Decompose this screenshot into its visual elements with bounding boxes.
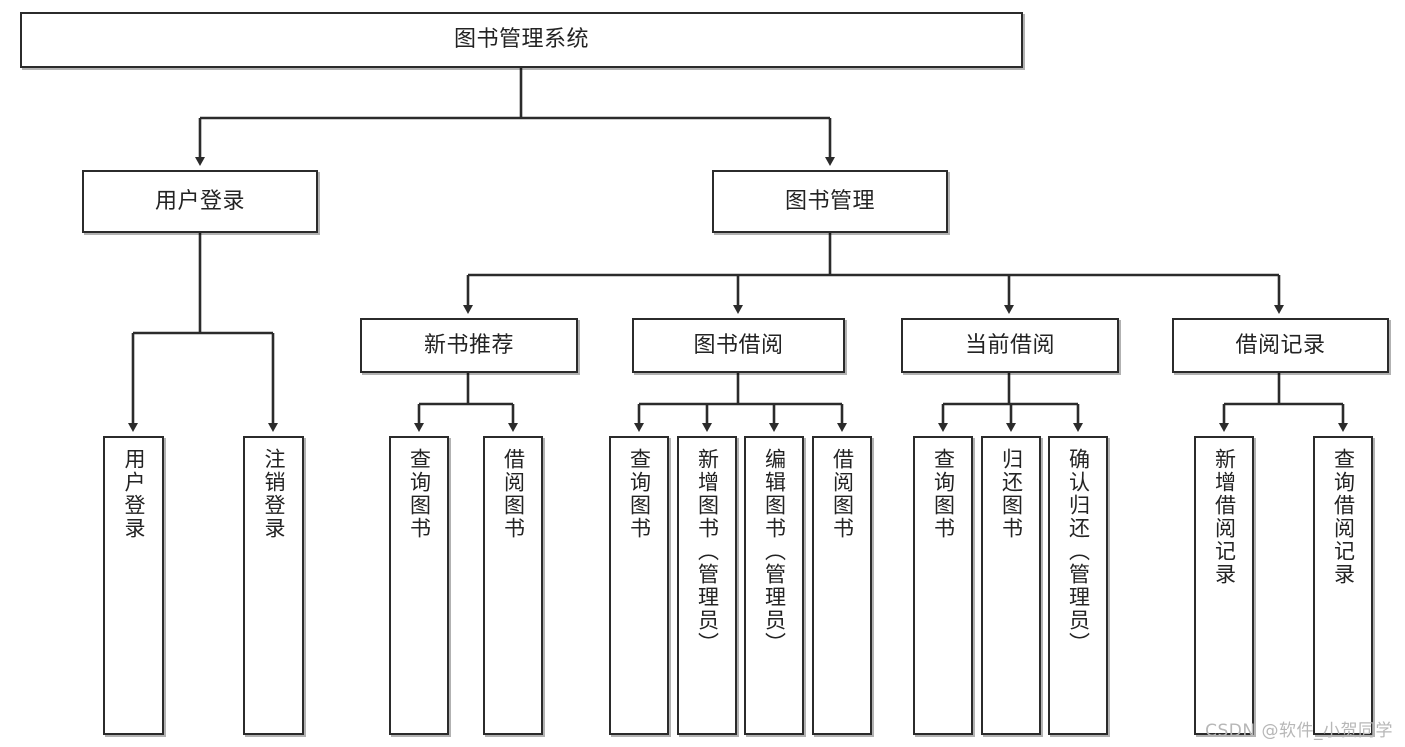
node-label: 新书推荐 [423, 332, 514, 358]
node-label: 借阅图书 [501, 448, 526, 540]
node-label: 新增图书（管理员） [695, 448, 720, 655]
node-label: 图书管理系统 [453, 27, 589, 53]
node-label: 图书借阅 [693, 332, 784, 358]
node-leaf-borrow-book-borrow[interactable]: 借阅图书 [812, 436, 872, 735]
node-current-borrow[interactable]: 当前借阅 [901, 318, 1119, 373]
node-leaf-query-book-current[interactable]: 查询图书 [913, 436, 973, 735]
node-leaf-edit-book[interactable]: 编辑图书（管理员） [744, 436, 804, 735]
node-leaf-return-book[interactable]: 归还图书 [981, 436, 1041, 735]
node-label: 新增借阅记录 [1212, 448, 1237, 586]
node-leaf-query-book-borrow[interactable]: 查询图书 [609, 436, 669, 735]
node-label: 用户登录 [122, 448, 146, 540]
node-new-book-recommend[interactable]: 新书推荐 [360, 318, 578, 373]
node-label: 用户登录 [154, 188, 245, 214]
node-user-login[interactable]: 用户登录 [82, 170, 318, 233]
node-leaf-query-book-new[interactable]: 查询图书 [389, 436, 449, 735]
node-label: 查询图书 [407, 448, 432, 540]
node-label: 查询图书 [931, 448, 956, 540]
node-label: 当前借阅 [964, 332, 1055, 358]
node-leaf-add-book[interactable]: 新增图书（管理员） [677, 436, 737, 735]
node-label: 编辑图书（管理员） [762, 448, 787, 655]
node-leaf-logout-login[interactable]: 注销登录 [243, 436, 304, 735]
node-borrow-record[interactable]: 借阅记录 [1172, 318, 1389, 373]
node-label: 归还图书 [999, 448, 1024, 540]
node-leaf-user-login[interactable]: 用户登录 [103, 436, 164, 735]
node-leaf-add-borrow-record[interactable]: 新增借阅记录 [1194, 436, 1254, 735]
node-label: 借阅记录 [1235, 332, 1326, 358]
node-leaf-query-borrow-record[interactable]: 查询借阅记录 [1313, 436, 1373, 735]
node-label: 借阅图书 [830, 448, 855, 540]
node-label: 查询借阅记录 [1331, 448, 1356, 586]
node-leaf-confirm-return[interactable]: 确认归还（管理员） [1048, 436, 1108, 735]
node-root-book-management-system[interactable]: 图书管理系统 [20, 12, 1023, 68]
node-book-management[interactable]: 图书管理 [712, 170, 948, 233]
node-book-borrow[interactable]: 图书借阅 [632, 318, 845, 373]
node-label: 确认归还（管理员） [1066, 448, 1091, 655]
node-label: 查询图书 [627, 448, 652, 540]
node-label: 注销登录 [262, 448, 286, 540]
node-label: 图书管理 [784, 188, 875, 214]
node-leaf-borrow-book-new[interactable]: 借阅图书 [483, 436, 543, 735]
